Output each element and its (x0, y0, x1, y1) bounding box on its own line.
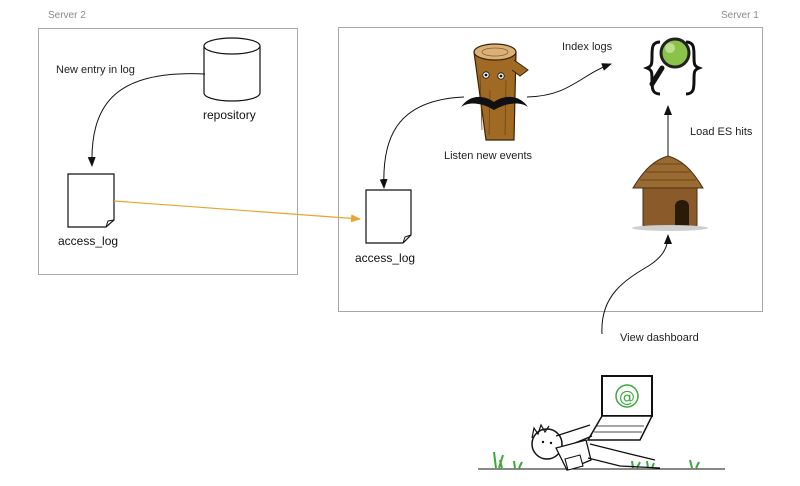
view-dashboard-label: View dashboard (620, 332, 699, 344)
access-log-right-label: access_log (355, 251, 416, 265)
person-with-laptop-icon: @ (478, 375, 725, 471)
document-icon-right (365, 189, 412, 244)
database-icon (203, 37, 261, 102)
arrow-new-entry (87, 73, 206, 167)
laptop-at-symbol: @ (619, 387, 635, 406)
load-es-label: Load ES hits (690, 126, 753, 138)
arrow-index-logs (526, 63, 612, 98)
document-icon-left (67, 173, 115, 228)
hut-icon (632, 155, 708, 231)
listen-label: Listen new events (444, 150, 533, 162)
server2-title: Server 2 (48, 10, 86, 21)
arrow-log-transfer (113, 200, 361, 223)
search-index-icon (642, 37, 704, 96)
server2-box (38, 28, 298, 275)
access-log-left-label: access_log (58, 234, 119, 248)
log-mascot-icon (461, 43, 529, 141)
server1-box (338, 27, 763, 312)
server1-title: Server 1 (721, 10, 759, 21)
repository-label: repository (203, 108, 256, 122)
arrow-view-dashboard (601, 234, 672, 335)
arrow-listen (379, 96, 465, 189)
new-entry-label: New entry in log (56, 64, 135, 76)
index-logs-label: Index logs (562, 41, 613, 53)
